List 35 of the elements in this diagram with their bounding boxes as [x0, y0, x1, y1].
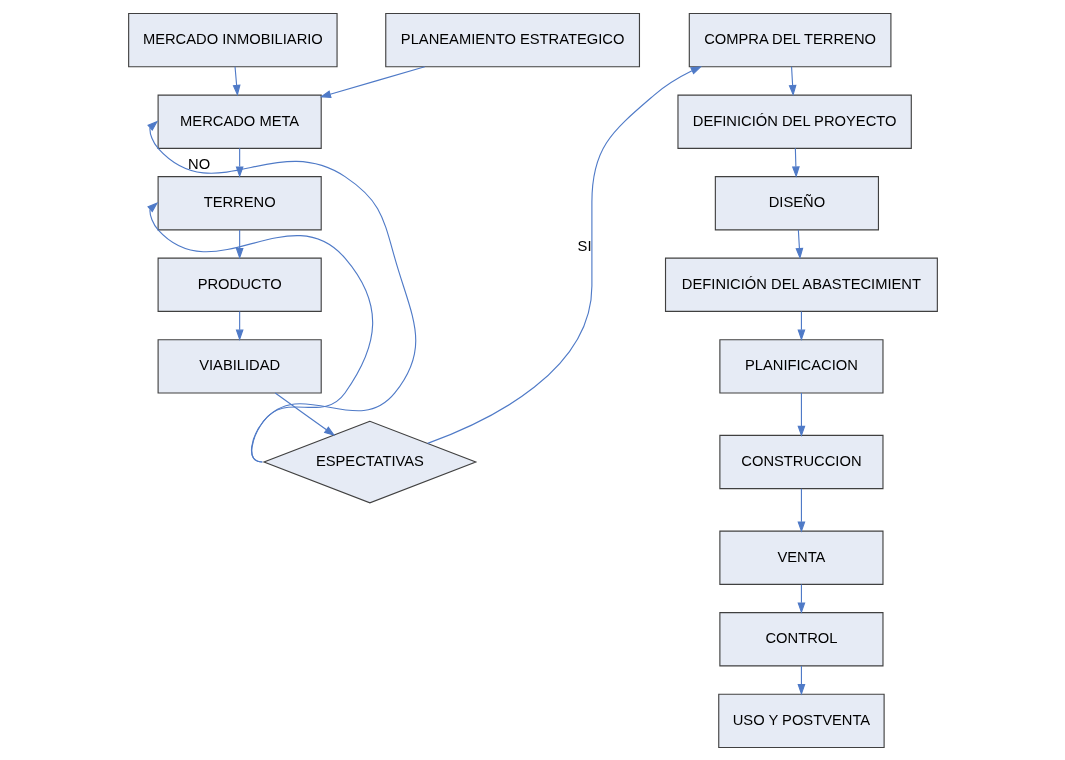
- node-box: DISEÑO: [714, 175, 879, 230]
- node-box: MERCADO META: [157, 94, 322, 149]
- node-diamond: ESPECTATIVAS: [261, 420, 477, 503]
- arrow: [232, 65, 241, 96]
- arrow: [235, 147, 244, 178]
- arrow: [796, 310, 805, 341]
- arrow: [791, 147, 800, 178]
- node-box: VIABILIDAD: [157, 338, 322, 394]
- edge-label: NO: [187, 155, 210, 172]
- arrow: [274, 391, 335, 436]
- arrow: [796, 583, 805, 614]
- node-box: VENTA: [718, 530, 884, 585]
- node-box: TERRENO: [157, 175, 322, 230]
- arrow: [796, 664, 805, 695]
- arrow: [319, 65, 425, 98]
- edge-label: SI: [577, 237, 591, 254]
- arrow: [235, 228, 244, 259]
- arrow: [426, 65, 702, 444]
- node-box: DEFINICIÓN DEL PROYECTO: [676, 94, 912, 149]
- node-box: PLANIFICACION: [718, 338, 884, 394]
- node-box: CONSTRUCCION: [718, 434, 884, 489]
- arrow: [146, 120, 416, 463]
- node-box: PRODUCTO: [157, 257, 322, 312]
- arrow: [146, 201, 373, 463]
- node-box: COMPRA DEL TERRENO: [688, 12, 891, 67]
- node-box: USO Y POSTVENTA: [717, 693, 885, 748]
- arrow: [796, 391, 805, 437]
- arrow: [235, 310, 244, 341]
- arrow: [788, 65, 797, 96]
- node-box: PLANEAMIENTO ESTRATEGICO: [384, 12, 640, 67]
- arrow: [794, 228, 803, 259]
- node-box: DEFINICIÓN DEL ABASTECIMIENT: [664, 257, 938, 312]
- arrow: [796, 487, 805, 533]
- node-box: CONTROL: [718, 611, 884, 666]
- node-box: MERCADO INMOBILIARIO: [127, 12, 338, 67]
